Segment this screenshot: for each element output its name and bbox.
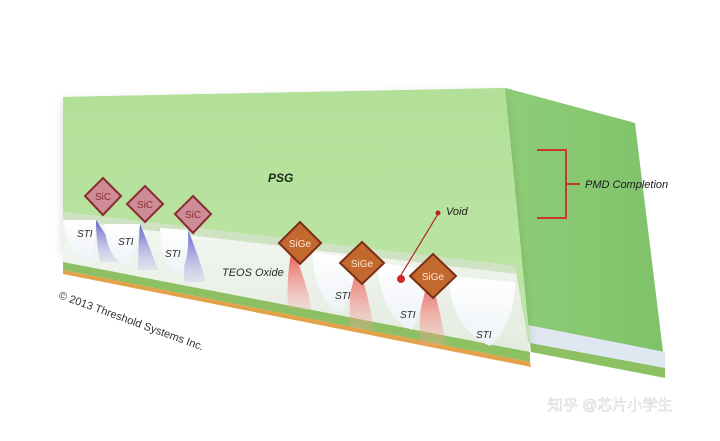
sige-label-1: SiGe [289, 239, 312, 250]
sti-label-6: STI [476, 330, 492, 341]
sige-label-3: SiGe [422, 272, 445, 283]
copyright-text: © 2013 Threshold Systems Inc. [57, 290, 205, 354]
void-leader-dot [435, 210, 441, 216]
sti-well-6 [448, 276, 516, 346]
teos-oxide-label: TEOS Oxide [222, 267, 284, 279]
void-label: Void [446, 206, 468, 218]
psg-label: PSG [268, 171, 293, 185]
sige-label-2: SiGe [351, 259, 374, 270]
base-right-face [530, 343, 665, 378]
sti-label-5: STI [400, 310, 416, 321]
base-layer [63, 262, 530, 362]
sige-gate-2: SiGe [338, 240, 386, 286]
sic-label-3: SiC [185, 210, 201, 221]
sige-gate-1: SiGe [277, 220, 323, 266]
sic-label-2: SiC [137, 200, 153, 211]
sti-well-2 [104, 224, 140, 266]
sti-label-4: STI [335, 291, 351, 302]
p-well-glow-1 [287, 248, 312, 310]
sti-label-3: STI [165, 249, 181, 260]
sic-gate-2: SiC [125, 184, 165, 224]
psg-right-face [505, 88, 665, 368]
sic-label-1: SiC [95, 192, 111, 203]
base-accent [63, 270, 531, 367]
n-well-glow-2 [138, 224, 158, 270]
n-well-glow-3 [184, 230, 206, 282]
sti-label-1: STI [77, 229, 93, 240]
sti-label-2: STI [118, 237, 134, 248]
pmd-completion-label: PMD Completion [585, 179, 668, 191]
sic-gate-3: SiC [173, 194, 213, 235]
sti-well-1 [63, 220, 96, 262]
substrate-right-face [528, 325, 665, 368]
sic-gate-1: SiC [83, 176, 123, 217]
sti-well-3 [160, 228, 189, 276]
void-leader-line [400, 213, 439, 276]
sige-gate-3: SiGe [408, 252, 458, 300]
void-marker [397, 275, 405, 283]
watermark-text: 知乎 @芯片小学生 [548, 397, 672, 414]
